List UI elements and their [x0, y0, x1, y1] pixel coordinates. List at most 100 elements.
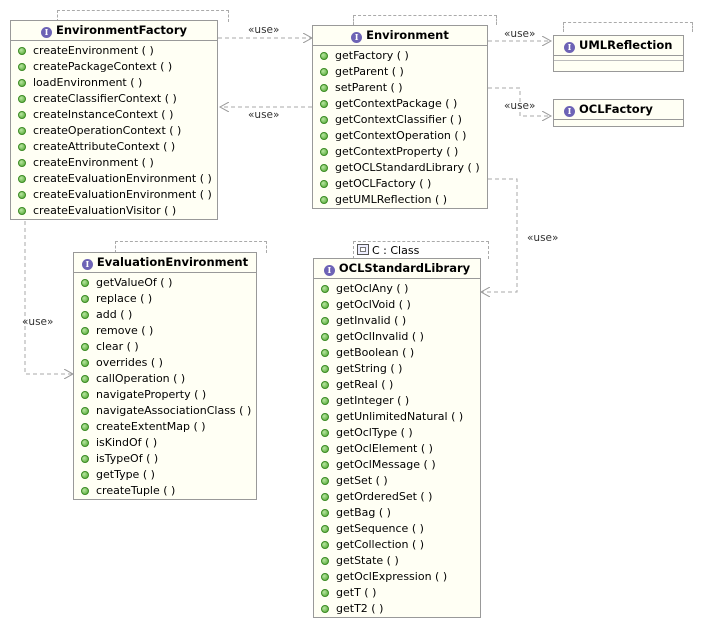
operation-signature: getOclInvalid ( ): [336, 330, 424, 343]
interface-name: OCLFactory: [579, 102, 653, 116]
operation-row[interactable]: createPackageContext ( ): [11, 59, 217, 75]
interface-icon: I: [564, 42, 575, 53]
operation-row[interactable]: getT2 ( ): [314, 601, 480, 617]
operation-row[interactable]: getValueOf ( ): [74, 275, 256, 291]
public-operation-icon: [320, 116, 328, 124]
operation-signature: replace ( ): [96, 292, 153, 305]
public-operation-icon: [18, 143, 26, 151]
public-operation-icon: [18, 95, 26, 103]
public-operation-icon: [321, 541, 329, 549]
public-operation-icon: [321, 285, 329, 293]
operation-row[interactable]: createEnvironment ( ): [11, 43, 217, 59]
operation-row[interactable]: createInstanceContext ( ): [11, 107, 217, 123]
operation-row[interactable]: getContextOperation ( ): [313, 128, 487, 144]
operation-signature: isKindOf ( ): [96, 436, 158, 449]
operation-row[interactable]: getBag ( ): [314, 505, 480, 521]
operation-row[interactable]: getOCLFactory ( ): [313, 176, 487, 192]
operation-row[interactable]: getSet ( ): [314, 473, 480, 489]
operation-row[interactable]: createEvaluationEnvironment ( ): [11, 171, 217, 187]
operation-row[interactable]: createEvaluationEnvironment ( ): [11, 187, 217, 203]
operation-signature: getInvalid ( ): [336, 314, 407, 327]
operation-row[interactable]: getOclType ( ): [314, 425, 480, 441]
operation-row[interactable]: createTuple ( ): [74, 483, 256, 499]
operation-row[interactable]: navigateAssociationClass ( ): [74, 403, 256, 419]
operation-row[interactable]: callOperation ( ): [74, 371, 256, 387]
operation-row[interactable]: getCollection ( ): [314, 537, 480, 553]
operation-row[interactable]: getOclInvalid ( ): [314, 329, 480, 345]
operation-row[interactable]: loadEnvironment ( ): [11, 75, 217, 91]
operation-row[interactable]: getOclVoid ( ): [314, 297, 480, 313]
operation-row[interactable]: getContextProperty ( ): [313, 144, 487, 160]
operation-row[interactable]: clear ( ): [74, 339, 256, 355]
public-operation-icon: [18, 111, 26, 119]
public-operation-icon: [81, 279, 89, 287]
operation-signature: isTypeOf ( ): [96, 452, 159, 465]
operation-signature: createEvaluationVisitor ( ): [33, 204, 177, 217]
operation-row[interactable]: add ( ): [74, 307, 256, 323]
operation-row[interactable]: isKindOf ( ): [74, 435, 256, 451]
public-operation-icon: [321, 349, 329, 357]
operation-row[interactable]: getReal ( ): [314, 377, 480, 393]
public-operation-icon: [320, 52, 328, 60]
operation-signature: getOclExpression ( ): [336, 570, 448, 583]
operation-row[interactable]: getString ( ): [314, 361, 480, 377]
operation-signature: createEvaluationEnvironment ( ): [33, 188, 212, 201]
operation-row[interactable]: getOrderedSet ( ): [314, 489, 480, 505]
operation-row[interactable]: getState ( ): [314, 553, 480, 569]
operation-row[interactable]: createEnvironment ( ): [11, 155, 217, 171]
public-operation-icon: [81, 359, 89, 367]
operation-row[interactable]: getOCLStandardLibrary ( ): [313, 160, 487, 176]
operation-signature: getUMLReflection ( ): [335, 193, 448, 206]
operation-signature: callOperation ( ): [96, 372, 186, 385]
public-operation-icon: [321, 605, 329, 613]
public-operation-icon: [81, 343, 89, 351]
operation-row[interactable]: getT ( ): [314, 585, 480, 601]
public-operation-icon: [81, 375, 89, 383]
use-label-factory-evaluationenvironment: «use»: [22, 316, 54, 328]
operation-row[interactable]: createOperationContext ( ): [11, 123, 217, 139]
operation-row[interactable]: getType ( ): [74, 467, 256, 483]
operation-row[interactable]: getOclElement ( ): [314, 441, 480, 457]
operation-row[interactable]: navigateProperty ( ): [74, 387, 256, 403]
operation-signature: createPackageContext ( ): [33, 60, 173, 73]
operation-row[interactable]: setParent ( ): [313, 80, 487, 96]
operation-row[interactable]: getOclMessage ( ): [314, 457, 480, 473]
operation-row[interactable]: getSequence ( ): [314, 521, 480, 537]
operation-row[interactable]: getBoolean ( ): [314, 345, 480, 361]
operation-row[interactable]: createExtentMap ( ): [74, 419, 256, 435]
public-operation-icon: [81, 487, 89, 495]
operation-row[interactable]: replace ( ): [74, 291, 256, 307]
operation-row[interactable]: getUMLReflection ( ): [313, 192, 487, 208]
operation-row[interactable]: getParent ( ): [313, 64, 487, 80]
public-operation-icon: [81, 391, 89, 399]
operation-row[interactable]: getOclExpression ( ): [314, 569, 480, 585]
operation-signature: getT2 ( ): [336, 602, 384, 615]
operation-signature: createEnvironment ( ): [33, 156, 154, 169]
operation-row[interactable]: isTypeOf ( ): [74, 451, 256, 467]
operation-row[interactable]: getUnlimitedNatural ( ): [314, 409, 480, 425]
operation-row[interactable]: getContextPackage ( ): [313, 96, 487, 112]
operation-row[interactable]: getInteger ( ): [314, 393, 480, 409]
operation-row[interactable]: createEvaluationVisitor ( ): [11, 203, 217, 219]
public-operation-icon: [320, 84, 328, 92]
operation-row[interactable]: createClassifierContext ( ): [11, 91, 217, 107]
operation-row[interactable]: overrides ( ): [74, 355, 256, 371]
operation-row[interactable]: remove ( ): [74, 323, 256, 339]
public-operation-icon: [18, 175, 26, 183]
operation-row[interactable]: getFactory ( ): [313, 48, 487, 64]
operation-signature: getType ( ): [96, 468, 155, 481]
operation-row[interactable]: getContextClassifier ( ): [313, 112, 487, 128]
operation-signature: navigateAssociationClass ( ): [96, 404, 252, 417]
operation-row[interactable]: getInvalid ( ): [314, 313, 480, 329]
operation-row[interactable]: createAttributeContext ( ): [11, 139, 217, 155]
operation-row[interactable]: getOclAny ( ): [314, 281, 480, 297]
